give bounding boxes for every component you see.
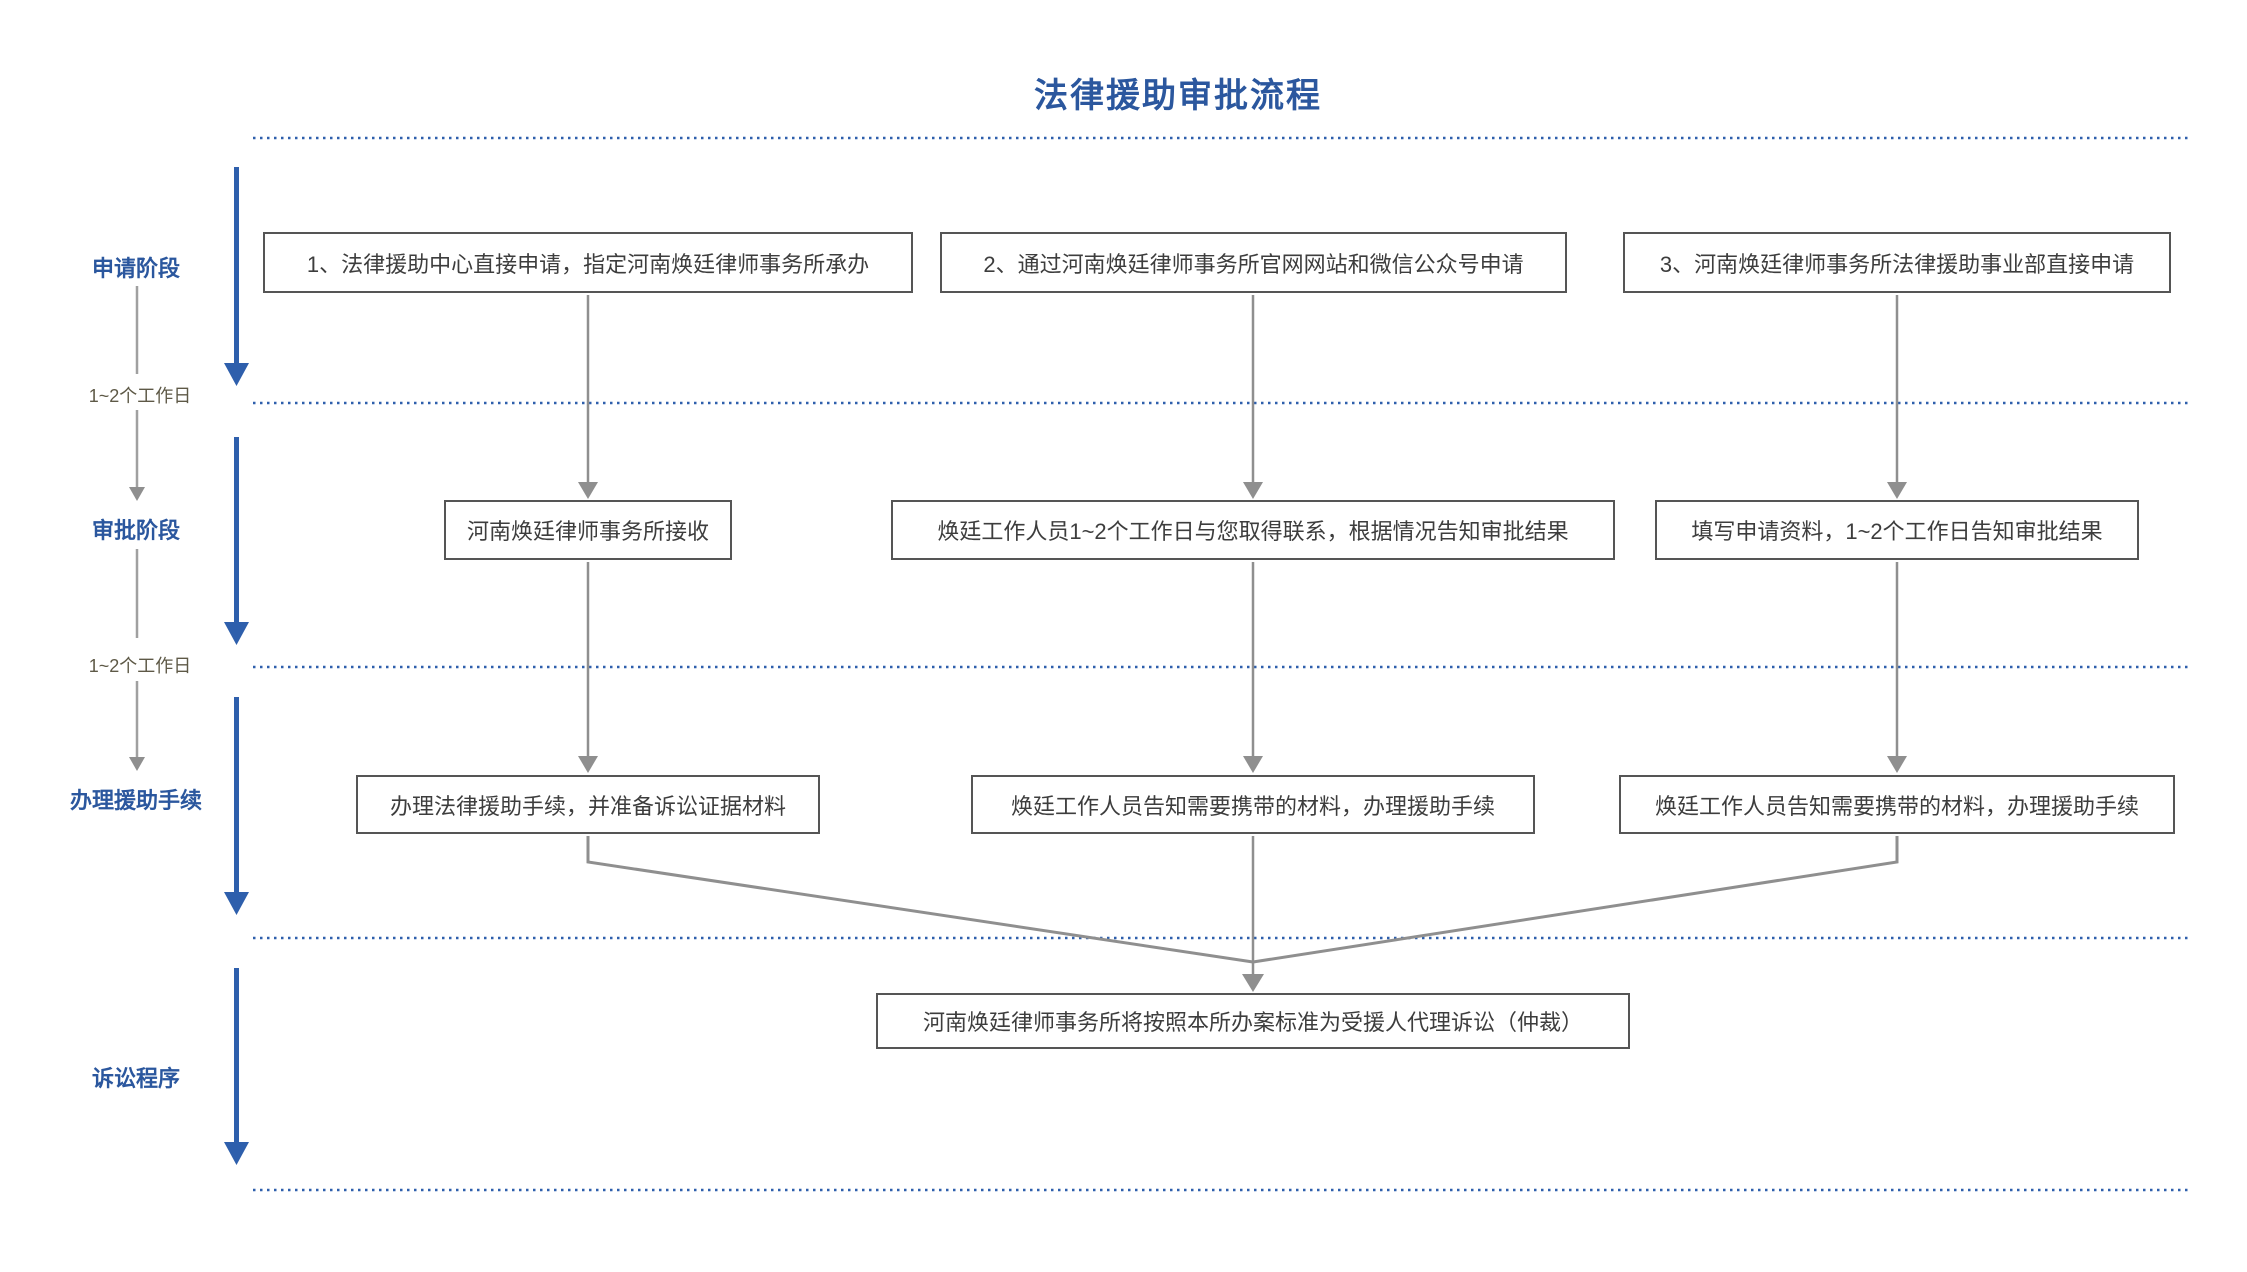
flow-box-approval-2: 焕廷工作人员1~2个工作日与您取得联系，根据情况告知审批结果: [891, 500, 1615, 560]
stage-connector-arrows: [129, 286, 145, 771]
flow-box-procedures-3: 焕廷工作人员告知需要携带的材料，办理援助手续: [1619, 775, 2175, 834]
phase-divider-dotted-lines: [253, 136, 2192, 1192]
page-title: 法律援助审批流程: [1034, 77, 1322, 115]
flow-box-application-2: 2、通过河南焕廷律师事务所官网网站和微信公众号申请: [940, 232, 1567, 293]
duration-label-2: 1~2个工作日: [88, 656, 192, 676]
stage-label-approval: 审批阶段: [91, 518, 180, 543]
flow-box-application-1: 1、法律援助中心直接申请，指定河南焕廷律师事务所承办: [263, 232, 913, 293]
merge-connector: [586, 836, 1899, 992]
stage-label-procedures: 办理援助手续: [69, 788, 202, 813]
flow-box-litigation: 河南焕廷律师事务所将按照本所办案标准为受援人代理诉讼（仲裁）: [876, 993, 1630, 1049]
timeline-down-arrows: [224, 167, 249, 1165]
flow-arrows-row1-row2: [578, 295, 1907, 499]
flow-arrows-row2-row3: [578, 562, 1907, 773]
stage-label-litigation: 诉讼程序: [91, 1066, 180, 1091]
flow-box-approval-3: 填写申请资料，1~2个工作日告知审批结果: [1655, 500, 2139, 560]
flow-box-procedures-1: 办理法律援助手续，并准备诉讼证据材料: [356, 775, 820, 834]
flow-box-application-3: 3、河南焕廷律师事务所法律援助事业部直接申请: [1623, 232, 2171, 293]
duration-label-1: 1~2个工作日: [88, 386, 192, 406]
stage-label-application: 申请阶段: [91, 256, 180, 281]
flow-box-approval-1: 河南焕廷律师事务所接收: [444, 500, 732, 560]
flow-box-procedures-2: 焕廷工作人员告知需要携带的材料，办理援助手续: [971, 775, 1535, 834]
